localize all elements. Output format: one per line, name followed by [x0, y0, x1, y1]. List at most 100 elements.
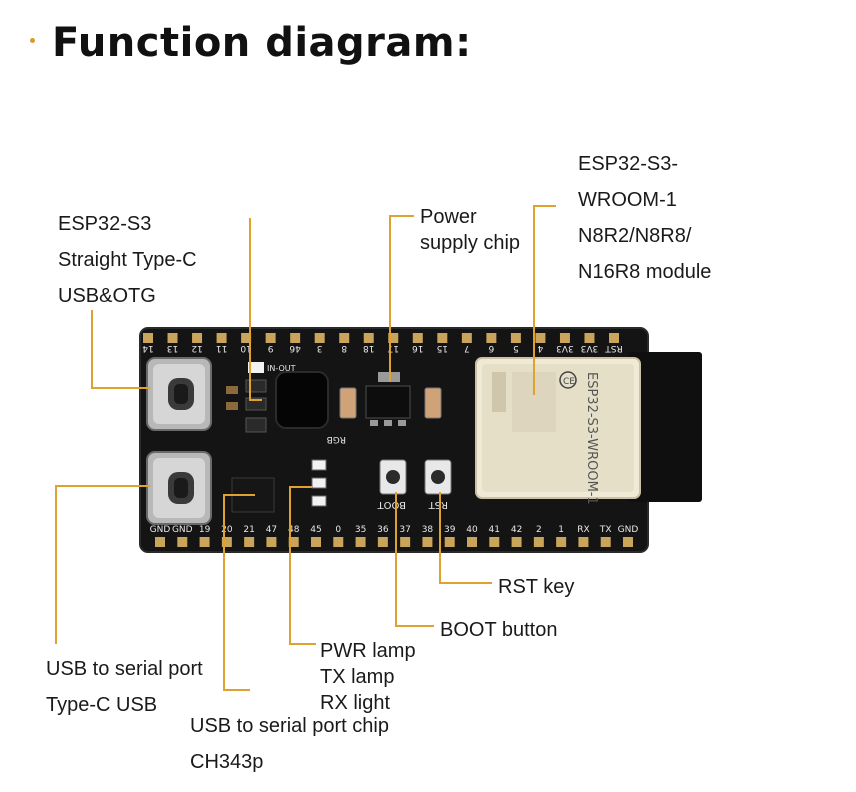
in-out-marker: IN-OUT [248, 362, 296, 373]
pin-label-bottom: GND [150, 525, 171, 535]
pin-label-top: 7 [464, 343, 470, 353]
pin-hole-bottom [489, 537, 500, 547]
pin-label-bottom: 45 [310, 525, 321, 535]
usb-c-serial-connector [146, 451, 212, 525]
callout-typec-otg: ESP32-S3 Straight Type-C USB&OTG [58, 206, 197, 314]
pin-label-top: 8 [341, 343, 347, 353]
leader-lines [55, 205, 556, 691]
pin-hole-bottom [333, 537, 344, 547]
pin-hole-bottom [400, 537, 411, 547]
power-regulator [365, 372, 411, 426]
antenna-area [628, 352, 702, 502]
callout-typec-otg-line-1: ESP32-S3 [58, 213, 152, 235]
pin-hole-bottom [221, 537, 232, 547]
callout-module: ESP32-S3- WROOM-1 N8R2/N8R8/ N16R8 modul… [578, 146, 711, 290]
pin-hole-top [461, 333, 472, 343]
silk-rgb: RGB [327, 434, 346, 444]
pin-hole-top [609, 333, 619, 343]
pin-hole-top [584, 333, 595, 343]
pin-label-bottom: 0 [335, 525, 341, 535]
pin-hole-top [535, 333, 546, 343]
pin-label-bottom: TX [599, 525, 612, 535]
pin-hole-bottom [355, 537, 366, 547]
leader-lamps [289, 486, 316, 645]
page-title: Function diagram: [52, 20, 472, 66]
pin-label-top: 5 [513, 343, 519, 353]
callout-lamps-line-1: PWR lamp [320, 640, 416, 662]
silk-module-brand: ESP32-S3-WROOM-1 [584, 372, 599, 505]
pin-hole-top [559, 333, 570, 343]
pin-hole-bottom [511, 537, 522, 547]
pin-hole-top [167, 333, 178, 343]
pin-label-top: 17 [388, 343, 399, 353]
pin-hole-top [486, 333, 497, 343]
leader-usb-serial-chip [223, 494, 255, 691]
pin-hole-bottom [266, 537, 277, 547]
pin-label-top: 10 [240, 343, 252, 353]
usb-serial-ic [275, 371, 329, 429]
pin-label-bottom: 20 [221, 525, 233, 535]
pin-hole-bottom [444, 537, 455, 547]
pin-label-top: 11 [216, 343, 227, 353]
pin-label-top: 13 [167, 343, 178, 353]
pin-hole-bottom [578, 537, 589, 547]
callout-module-line-2: WROOM-1 [578, 189, 677, 211]
callout-module-line-3: N8R2/N8R8/ [578, 225, 692, 247]
ce-mark: CE [563, 377, 575, 387]
boot-button-part: BOOT [377, 459, 407, 510]
pin-hole-top [216, 333, 227, 343]
leader-rst [439, 492, 492, 584]
pin-label-bottom: RX [577, 525, 589, 535]
pin-label-bottom: 39 [444, 525, 456, 535]
pin-label-bottom: 37 [399, 525, 410, 535]
pin-hole-bottom [377, 537, 388, 547]
pin-label-top: 46 [289, 343, 301, 353]
pin-hole-bottom [311, 537, 321, 547]
pin-hole-bottom [533, 537, 544, 547]
callout-lamps: PWR lamp TX lamp RX light [320, 638, 416, 716]
rx-led [311, 495, 327, 507]
pin-hole-top [192, 333, 203, 343]
pin-hole-top [388, 333, 399, 343]
pin-hole-top [510, 333, 521, 343]
tx-led [311, 477, 327, 489]
bottom-pin-header [155, 537, 633, 547]
pin-hole-bottom [623, 537, 633, 547]
leader-boot [395, 492, 434, 627]
pin-hole-top [265, 333, 276, 343]
pin-label-bottom: 41 [489, 525, 500, 535]
pwr-led [311, 459, 327, 471]
pin-label-bottom: 1 [558, 525, 564, 535]
callout-power-chip: Power supply chip [420, 204, 520, 256]
pin-hole-bottom [600, 537, 611, 547]
pin-label-top: 9 [267, 343, 273, 353]
pin-hole-top [412, 333, 423, 343]
callout-module-line-1: ESP32-S3- [578, 153, 679, 175]
leader-power-chip [389, 215, 414, 382]
title-bullet-icon [30, 38, 35, 43]
pin-label-bottom: 47 [266, 525, 277, 535]
callout-usb-serial-port-line-2: Type-C USB [46, 694, 158, 716]
pin-label-top: 18 [363, 343, 375, 353]
pin-label-top: 16 [412, 343, 424, 353]
callout-power-chip-line-2: supply chip [420, 232, 521, 254]
usb-c-otg-connector [146, 357, 212, 431]
callout-usb-serial-chip-line-2: CH343p [190, 751, 264, 773]
pin-hole-bottom [244, 537, 255, 547]
callout-boot-button: BOOT button [440, 619, 558, 641]
callout-usb-serial-chip: USB to serial port chip CH343p [190, 708, 389, 780]
pin-hole-bottom [422, 537, 433, 547]
silk-rst: RST [428, 499, 448, 510]
pin-hole-top [143, 333, 153, 343]
callout-usb-serial-chip-line-1: USB to serial port chip [190, 715, 389, 737]
pin-label-top: 3V3 [556, 343, 574, 353]
pin-label-bottom: GND [618, 525, 639, 535]
pin-hole-bottom [155, 537, 165, 547]
callout-lamps-line-2: TX lamp [320, 666, 395, 688]
leader-typec-otg [91, 310, 150, 389]
callout-usb-serial-port: USB to serial port Type-C USB [46, 651, 203, 723]
